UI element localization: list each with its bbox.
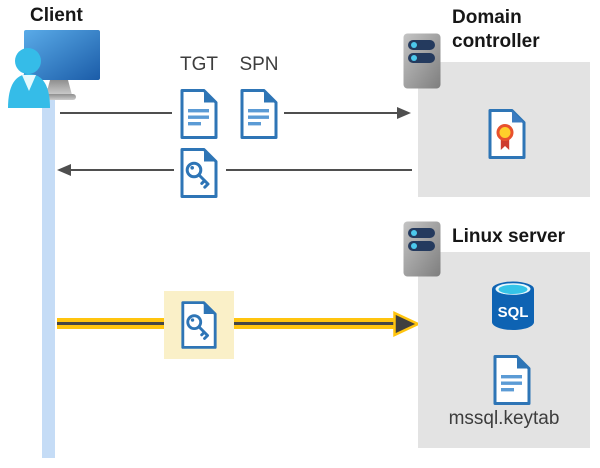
service-key-document-icon xyxy=(181,301,217,349)
sql-database-icon: SQL xyxy=(492,281,534,330)
keytab-filename-label: mssql.keytab xyxy=(448,408,560,429)
response-arrow-line-right xyxy=(226,169,412,171)
request-arrow-line-left xyxy=(60,112,172,114)
request-arrow-line-right xyxy=(284,112,397,114)
linux-server-label: Linux server xyxy=(452,226,565,247)
client-timeline-line xyxy=(42,88,55,458)
ticket-key-document-icon xyxy=(180,148,218,198)
service-arrowhead-icon xyxy=(393,311,421,337)
linux-server-server-icon xyxy=(403,221,441,277)
certificate-icon xyxy=(488,109,526,159)
request-arrowhead-icon xyxy=(397,107,411,119)
service-arrow-bar-right xyxy=(234,318,396,329)
tgt-label: TGT xyxy=(180,54,218,75)
spn-label: SPN xyxy=(239,54,279,75)
response-arrowhead-icon xyxy=(57,164,71,176)
domain-controller-server-icon xyxy=(403,33,441,89)
keytab-document-icon xyxy=(493,355,531,405)
client-monitor-icon xyxy=(24,30,100,100)
service-arrow-bar-left xyxy=(57,318,164,329)
client-user-icon xyxy=(8,48,50,108)
spn-document-icon xyxy=(240,89,278,139)
domain-controller-label: Domain controller xyxy=(452,7,540,52)
client-label: Client xyxy=(30,5,83,26)
tgt-document-icon xyxy=(180,89,218,139)
response-arrow-line-left xyxy=(70,169,174,171)
client-icon xyxy=(8,30,100,108)
sql-badge-text: SQL xyxy=(498,304,529,321)
